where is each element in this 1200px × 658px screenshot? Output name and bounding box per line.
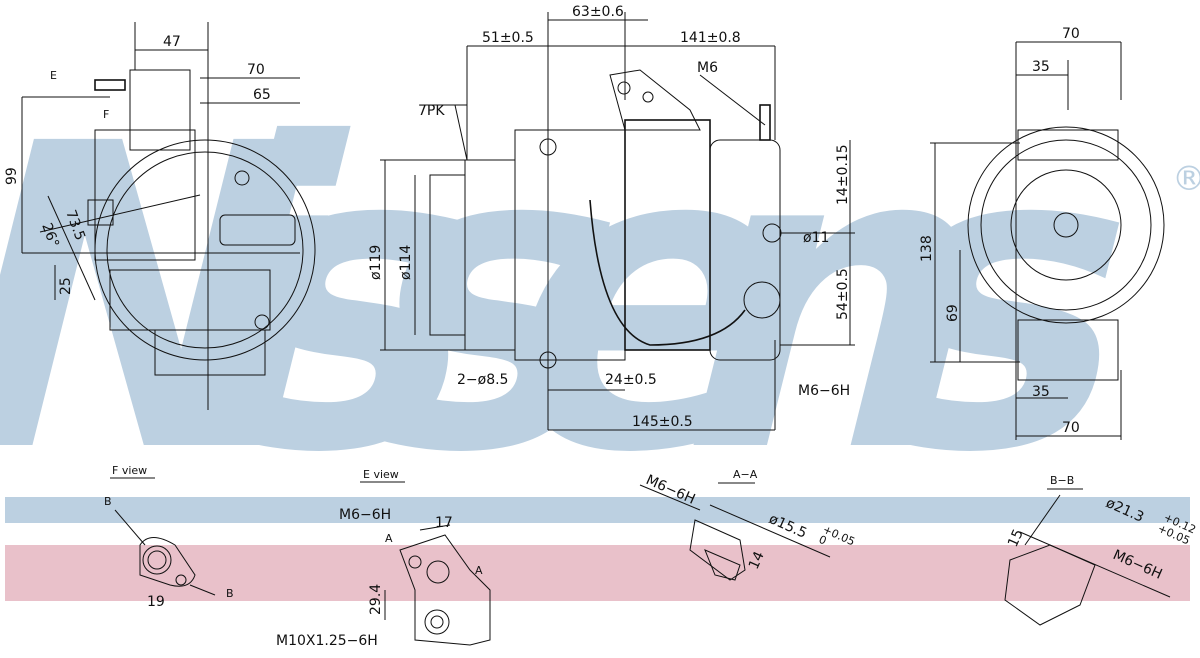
dim-35-top: 35 — [1032, 59, 1050, 75]
dim-70: 70 — [247, 62, 265, 78]
dim-63: 63±0.6 — [572, 4, 624, 20]
dim-138: 138 — [919, 235, 935, 262]
dia-119: ø119 — [368, 245, 384, 280]
watermark-logo: Nissens — [0, 55, 1183, 544]
dim-25: 25 — [58, 277, 74, 295]
dim-99: 99 — [4, 167, 20, 185]
front-view: 63±0.6 51±0.5 141±0.8 M6 7PK 14±0.15 ø11… — [368, 4, 855, 431]
f-view-title: F view — [112, 464, 147, 477]
dim-70-top: 70 — [1062, 26, 1080, 42]
label-e: E — [50, 69, 57, 82]
a-a-tol-lower: 0 — [817, 533, 829, 548]
a-a-dim-14: 14 — [746, 549, 768, 572]
blue-band — [5, 497, 1190, 523]
b-b-dim-15: 15 — [1005, 527, 1027, 550]
dim-17: 17 — [435, 515, 453, 531]
dim-35-bottom: 35 — [1032, 384, 1050, 400]
holes-label: 2−ø8.5 — [457, 372, 508, 388]
dia-11: ø11 — [803, 230, 829, 246]
label-a-2: A — [475, 564, 483, 577]
dim-69: 69 — [945, 304, 961, 322]
thread-m6-6h-e: M6−6H — [339, 507, 391, 523]
end-view: 70 35 138 69 35 70 — [919, 26, 1165, 440]
b-b-title: B−B — [1050, 474, 1074, 487]
label-a-1: A — [385, 532, 393, 545]
thread-m10: M10X1.25−6H — [276, 633, 378, 649]
label-7pk: 7PK — [418, 103, 445, 119]
dim-145: 145±0.5 — [632, 414, 693, 430]
e-view-detail: E view M6−6H 17 A A 29.4 M10X1.25−6H — [276, 468, 491, 649]
thread-m6-6h: M6−6H — [798, 383, 850, 399]
dim-54: 54±0.5 — [835, 268, 851, 320]
e-view-title: E view — [363, 468, 399, 481]
dim-141: 141±0.8 — [680, 30, 741, 46]
dim-14: 14±0.15 — [835, 144, 851, 205]
registered-mark: ® — [1172, 159, 1200, 199]
label-m6: M6 — [697, 60, 718, 76]
dim-24: 24±0.5 — [605, 372, 657, 388]
pink-band — [5, 545, 1190, 601]
dim-19: 19 — [147, 594, 165, 610]
label-b-1: B — [104, 495, 112, 508]
f-view-detail: F view B B 19 — [104, 464, 234, 610]
dim-70-bottom: 70 — [1062, 420, 1080, 436]
angle-26: 26° — [38, 221, 62, 250]
dim-29-4: 29.4 — [368, 584, 384, 615]
dim-47: 47 — [163, 34, 181, 50]
dia-114: ø114 — [398, 245, 414, 280]
dim-51: 51±0.5 — [482, 30, 534, 46]
a-a-title: A−A — [733, 468, 758, 481]
label-b-2: B — [226, 587, 234, 600]
label-f: F — [103, 108, 109, 121]
dim-65: 65 — [253, 87, 271, 103]
